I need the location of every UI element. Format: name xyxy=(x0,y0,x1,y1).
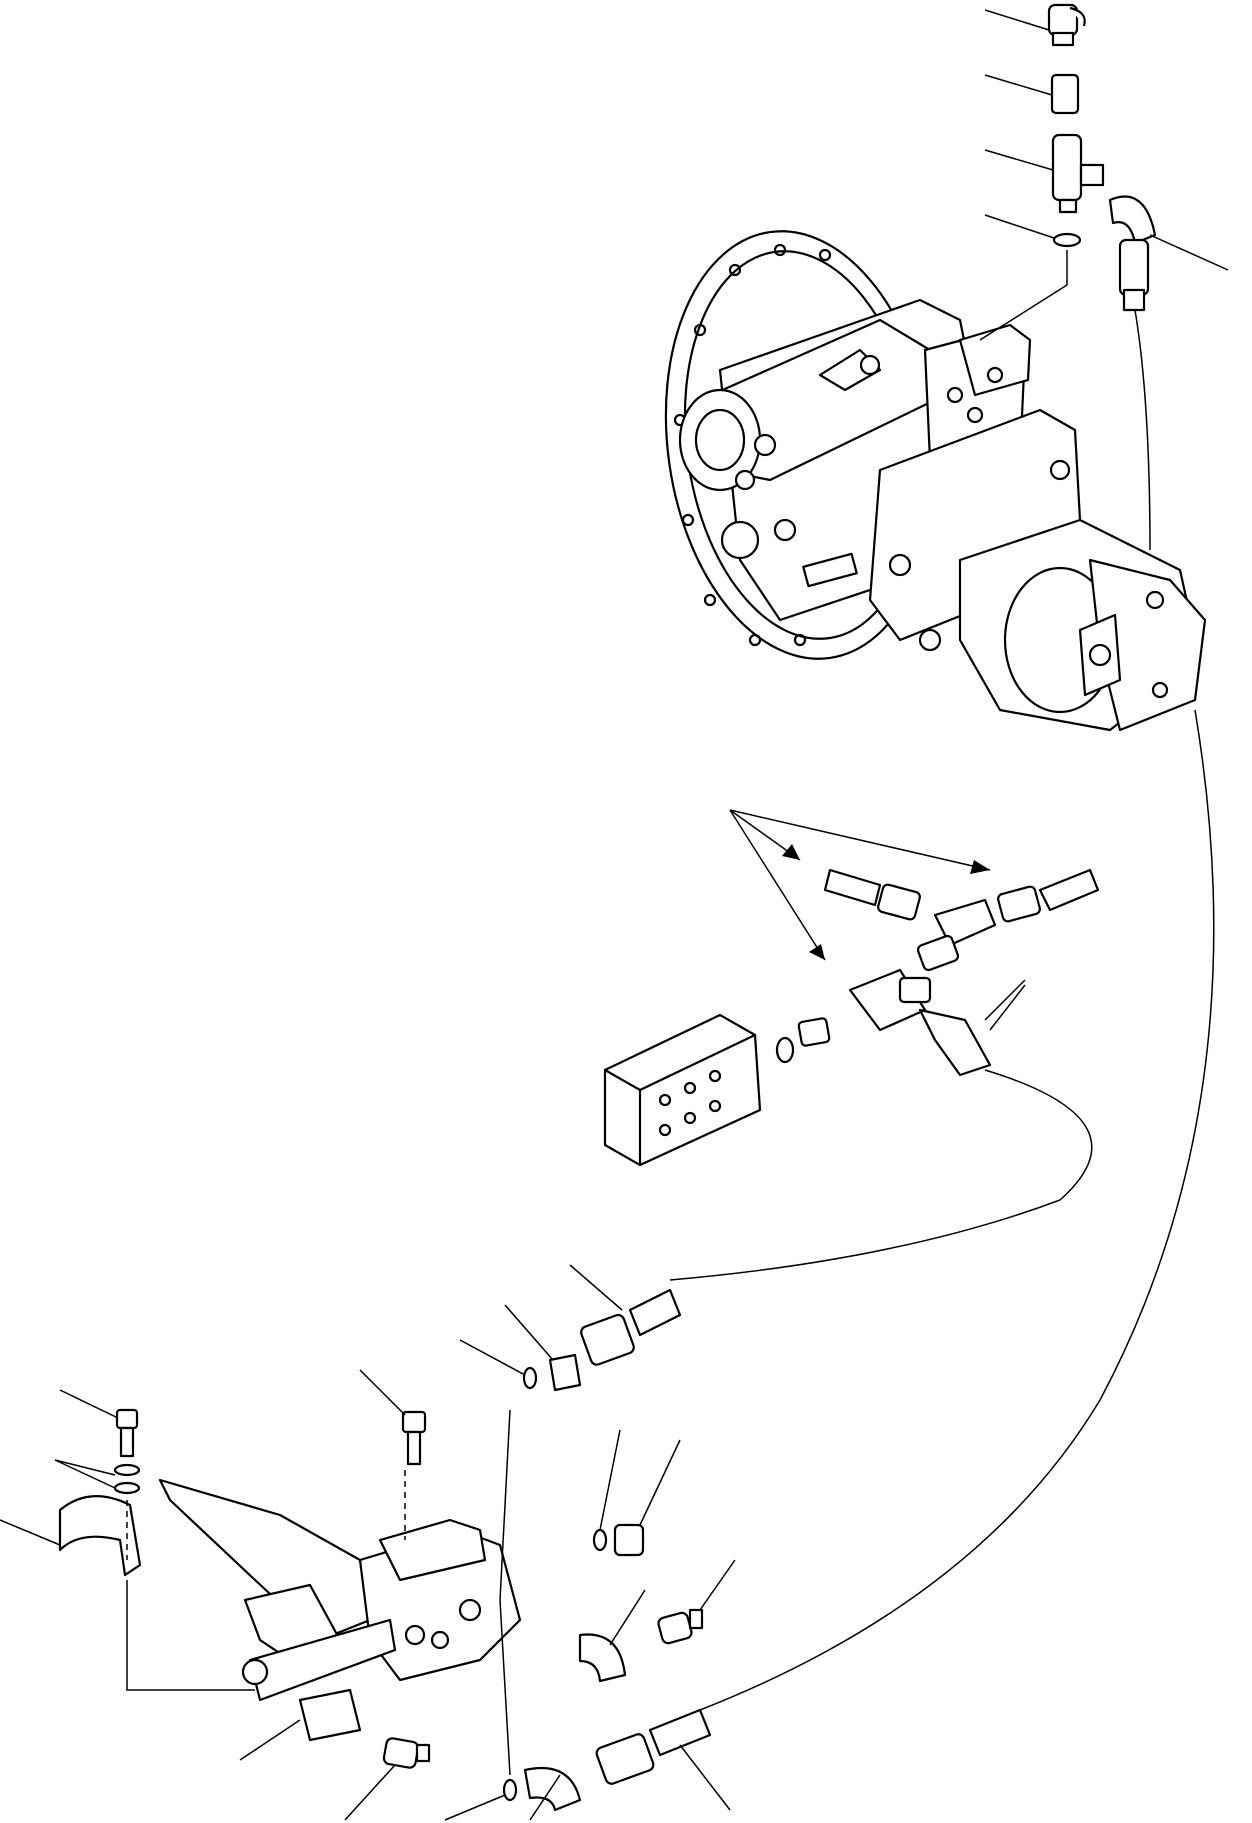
o-ring xyxy=(502,1778,518,1802)
upper-tee-assembly xyxy=(823,868,1100,972)
o-ring xyxy=(522,1366,538,1390)
main-pump-assembly xyxy=(664,230,1207,732)
socket-screw-icon xyxy=(401,1410,427,1466)
adapter-sleeve xyxy=(1050,73,1080,115)
bolt-icon xyxy=(113,1408,141,1495)
connector-fitting xyxy=(548,1353,582,1392)
elbow-hose-fitting xyxy=(1108,195,1157,312)
elbow-fitting xyxy=(578,1633,627,1683)
breather-cap-icon xyxy=(1047,3,1086,47)
lower-fittings xyxy=(382,1288,712,1812)
hose-end-fitting xyxy=(580,1313,635,1366)
hose-end-fitting xyxy=(595,1733,655,1785)
pressure-switch-icon xyxy=(657,1608,704,1645)
plug-icon xyxy=(613,1523,645,1557)
lower-tee-assembly xyxy=(775,968,1026,1077)
tee-fitting-icon xyxy=(1051,133,1105,214)
callout-leader-lines xyxy=(0,9,1229,1821)
manifold-block xyxy=(603,1013,762,1167)
o-ring xyxy=(1052,232,1082,248)
o-ring xyxy=(592,1528,608,1552)
cover-bracket xyxy=(58,1495,142,1577)
tee-fitting-arrangement xyxy=(603,809,1100,1281)
top-fitting-stack xyxy=(699,3,1215,1711)
pressure-switch-icon xyxy=(382,1737,431,1769)
pilot-valve-assembly xyxy=(58,1408,522,1776)
elbow-fitting xyxy=(523,1766,582,1812)
